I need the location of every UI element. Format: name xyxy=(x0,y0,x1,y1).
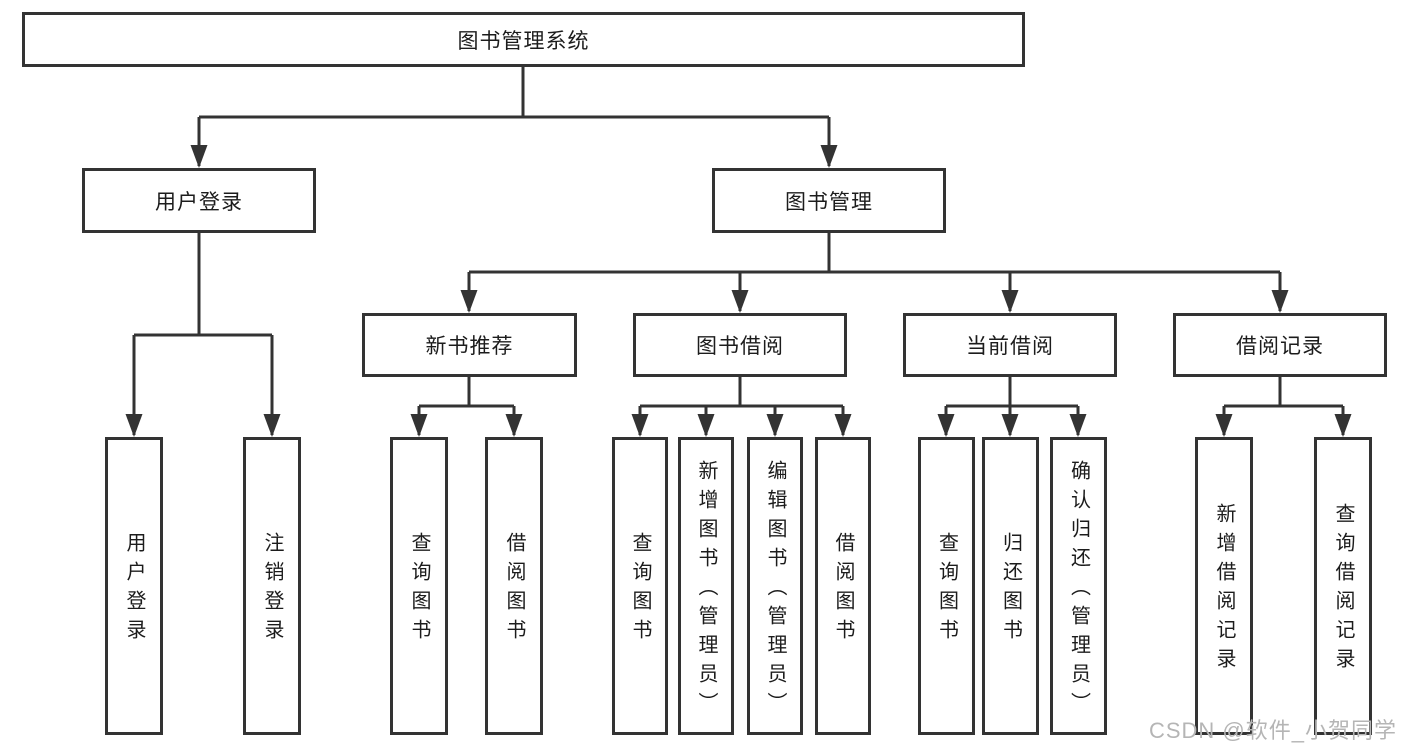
node-new-book-recommendation: 新书推荐 xyxy=(362,313,577,377)
node-root: 图书管理系统 xyxy=(22,12,1025,67)
leaf-borrow-edit-book-admin: 编辑图书（管理员） xyxy=(747,437,803,735)
leaf-records-query-record: 查询借阅记录 xyxy=(1314,437,1372,735)
leaf-newbook-borrow-books: 借阅图书 xyxy=(485,437,543,735)
leaf-logout: 注销登录 xyxy=(243,437,301,735)
leaf-records-add-record: 新增借阅记录 xyxy=(1195,437,1253,735)
leaf-borrow-add-book-admin: 新增图书（管理员） xyxy=(678,437,734,735)
leaf-current-confirm-return-admin: 确认归还（管理员） xyxy=(1050,437,1107,735)
leaf-current-return-book: 归还图书 xyxy=(982,437,1039,735)
leaf-current-query-books: 查询图书 xyxy=(918,437,975,735)
leaf-user-login: 用户登录 xyxy=(105,437,163,735)
node-book-borrowing: 图书借阅 xyxy=(633,313,847,377)
node-user-login: 用户登录 xyxy=(82,168,316,233)
node-book-management: 图书管理 xyxy=(712,168,946,233)
leaf-borrow-query-books: 查询图书 xyxy=(612,437,668,735)
leaf-borrow-borrow-books: 借阅图书 xyxy=(815,437,871,735)
leaf-newbook-query-books: 查询图书 xyxy=(390,437,448,735)
csdn-watermark: CSDN @软件_小贺同学 xyxy=(1148,718,1397,743)
node-borrowing-records: 借阅记录 xyxy=(1173,313,1387,377)
node-current-borrowing: 当前借阅 xyxy=(903,313,1117,377)
